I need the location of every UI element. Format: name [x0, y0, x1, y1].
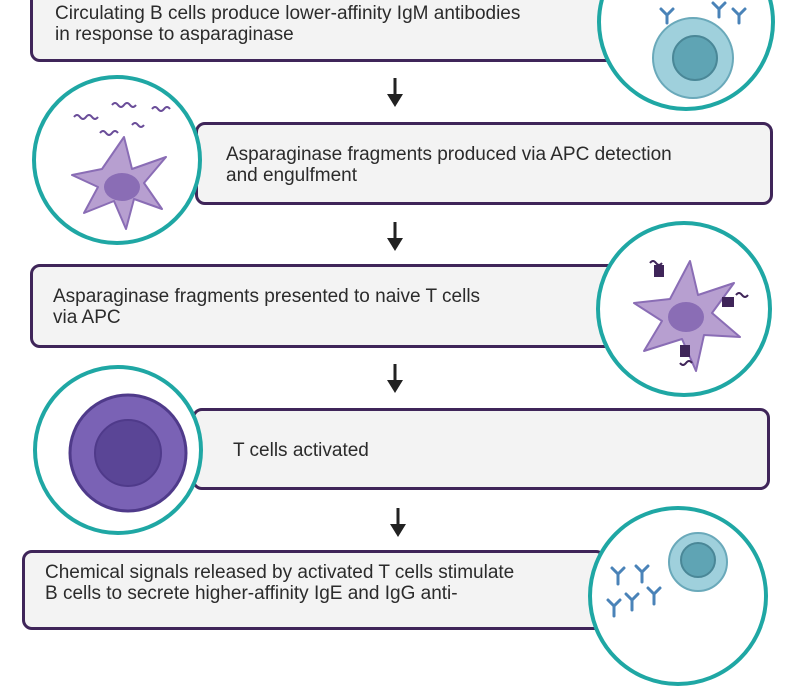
arrow-down-3 [387, 364, 403, 393]
step-4-box: T cells activated [192, 408, 770, 490]
step-3-text: Asparaginase fragments presented to naiv… [53, 286, 481, 328]
step-5-text: Chemical signals released by activated T… [45, 562, 515, 604]
apc-presenting-fragments-icon [596, 221, 772, 397]
step-1-text: Circulating B cells produce lower-affini… [55, 3, 521, 45]
arrow-down-4 [390, 508, 406, 537]
arrow-down-2 [387, 222, 403, 251]
step-2-box: Asparaginase fragments produced via APC … [195, 122, 773, 205]
apc-with-fragments-icon [32, 75, 202, 245]
step-3-box: Asparaginase fragments presented to naiv… [30, 264, 622, 348]
step-1-box: Circulating B cells produce lower-affini… [30, 0, 618, 62]
arrow-down-1 [387, 78, 403, 107]
step-2-text: Asparaginase fragments produced via APC … [226, 144, 672, 186]
activated-t-cell-icon [33, 365, 203, 535]
b-cell-secreting-antibodies-icon [588, 506, 768, 686]
b-cell-with-antibodies-icon [597, 0, 775, 111]
step-5-box: Chemical signals released by activated T… [22, 550, 606, 630]
step-4-text: T cells activated [233, 440, 369, 461]
